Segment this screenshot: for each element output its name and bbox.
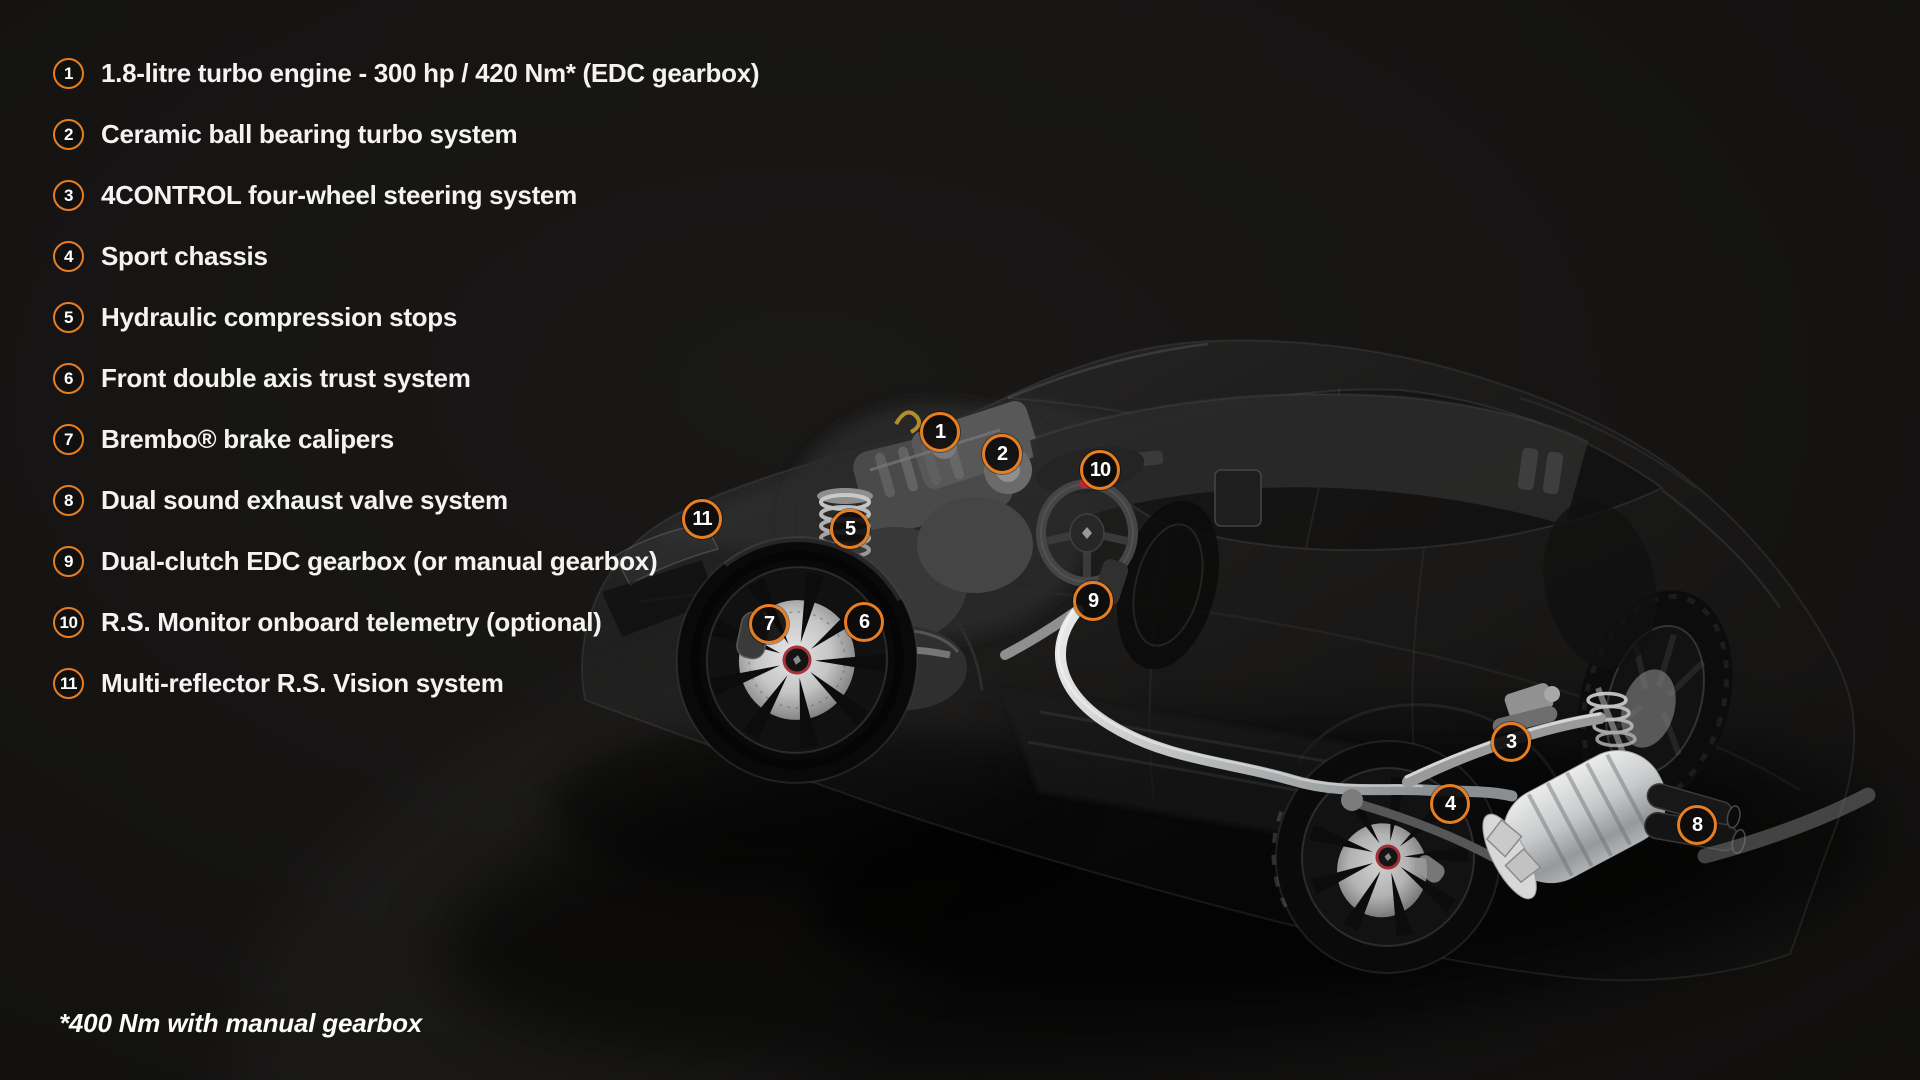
- legend-item: 7 Brembo® brake calipers: [53, 424, 759, 455]
- legend-item-label: Dual-clutch EDC gearbox (or manual gearb…: [101, 546, 658, 576]
- car-hotspot-marker[interactable]: 6: [844, 602, 884, 642]
- legend-item-label: Multi-reflector R.S. Vision system: [101, 668, 504, 698]
- muffler: [1482, 750, 1667, 900]
- car-hotspot-marker[interactable]: 4: [1430, 784, 1470, 824]
- legend-item-number-badge: 1: [53, 58, 84, 89]
- legend-item: 8 Dual sound exhaust valve system: [53, 485, 759, 516]
- legend-item: 9 Dual-clutch EDC gearbox (or manual gea…: [53, 546, 759, 577]
- legend-item-number-badge: 3: [53, 180, 84, 211]
- car-hotspot-number: 2: [996, 442, 1008, 465]
- car-hotspot-marker[interactable]: 9: [1073, 581, 1113, 621]
- car-hotspot-marker[interactable]: 10: [1080, 450, 1120, 490]
- legend-item: 6 Front double axis trust system: [53, 363, 759, 394]
- car-hotspot-number: 11: [692, 507, 712, 530]
- car-hotspot-number: 8: [1691, 813, 1703, 836]
- car-hotspot-marker[interactable]: 5: [830, 509, 870, 549]
- car-hotspot-number: 1: [934, 420, 946, 443]
- legend-item-number-badge: 10: [53, 607, 84, 638]
- legend-item-number-badge: 8: [53, 485, 84, 516]
- legend-item-number-badge: 2: [53, 119, 84, 150]
- legend-item: 2 Ceramic ball bearing turbo system: [53, 119, 759, 150]
- car-hotspot-marker[interactable]: 1: [920, 412, 960, 452]
- legend-item-number-badge: 6: [53, 363, 84, 394]
- car-hotspot-marker[interactable]: 3: [1491, 722, 1531, 762]
- car-hotspot-number: 4: [1444, 792, 1456, 815]
- footnote: *400 Nm with manual gearbox: [59, 1008, 423, 1038]
- legend-item-label: Dual sound exhaust valve system: [101, 485, 508, 515]
- car-hotspot-number: 6: [858, 610, 870, 633]
- legend-item: 11 Multi-reflector R.S. Vision system: [53, 668, 759, 699]
- legend-item-number-badge: 4: [53, 241, 84, 272]
- floor-pan: [1002, 690, 1362, 842]
- legend-item-label: Ceramic ball bearing turbo system: [101, 119, 518, 149]
- car-hotspot-marker[interactable]: 8: [1677, 805, 1717, 845]
- car-hotspot-marker[interactable]: 11: [682, 499, 722, 539]
- legend-item-label: Front double axis trust system: [101, 363, 471, 393]
- legend-item: 5 Hydraulic compression stops: [53, 302, 759, 333]
- car-hotspot-number: 7: [763, 612, 775, 635]
- steering-wheel: [1036, 479, 1138, 587]
- feature-legend: 1 1.8-litre turbo engine - 300 hp / 420 …: [53, 58, 760, 699]
- legend-item-number-badge: 7: [53, 424, 84, 455]
- car-hotspot-number: 3: [1505, 730, 1517, 753]
- rear-diffuser: [1697, 787, 1876, 864]
- legend-item-number-badge: 9: [53, 546, 84, 577]
- legend-item-label: Hydraulic compression stops: [101, 302, 458, 332]
- legend-item-label: 4CONTROL four-wheel steering system: [101, 180, 577, 210]
- legend-item: 10 R.S. Monitor onboard telemetry (optio…: [53, 607, 759, 638]
- car-hotspot-number: 9: [1087, 589, 1099, 612]
- legend-item: 3 4CONTROL four-wheel steering system: [53, 180, 759, 211]
- legend-item: 4 Sport chassis: [53, 241, 759, 272]
- legend-item-label: 1.8-litre turbo engine - 300 hp / 420 Nm…: [101, 58, 760, 88]
- car-hotspot-number: 10: [1089, 458, 1111, 481]
- far-front-wheel: [1116, 500, 1220, 670]
- car-hotspot-marker[interactable]: 7: [749, 604, 789, 644]
- legend-item-label: Brembo® brake calipers: [101, 424, 394, 454]
- car-hotspot-marker[interactable]: 2: [982, 434, 1022, 474]
- legend-item-label: Sport chassis: [101, 241, 268, 271]
- dashboard-assembly: [1029, 392, 1657, 669]
- car-hotspot-number: 5: [844, 517, 856, 540]
- legend-item-number-badge: 11: [53, 668, 84, 699]
- front-wheel: [675, 536, 919, 784]
- legend-item: 1 1.8-litre turbo engine - 300 hp / 420 …: [53, 58, 760, 89]
- legend-item-number-badge: 5: [53, 302, 84, 333]
- legend-item-label: R.S. Monitor onboard telemetry (optional…: [101, 607, 602, 637]
